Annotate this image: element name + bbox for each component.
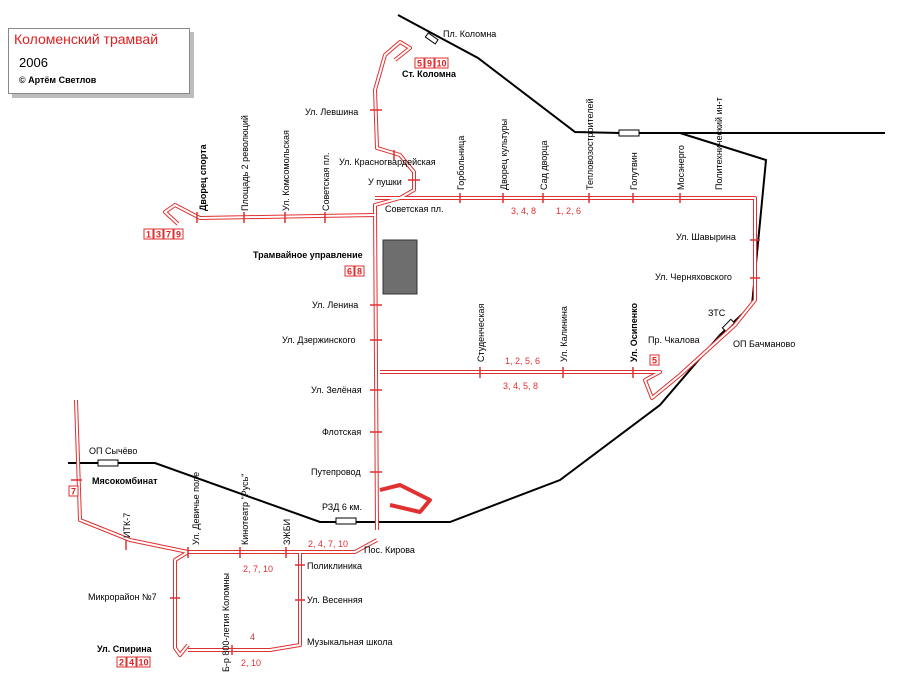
route-badge-number: 4 xyxy=(129,658,134,668)
route-badge-number: 3 xyxy=(156,230,161,240)
station-dvorets-kultury: Дворец культуры xyxy=(499,119,509,190)
station-mikrorayon7: Микрорайон №7 xyxy=(88,592,157,602)
station-zts: ЗТС xyxy=(708,308,726,318)
route-label-2-10: 2, 10 xyxy=(241,658,261,668)
route-badge-box xyxy=(424,57,435,69)
route-badge-number: 5 xyxy=(652,356,657,366)
route-badge-box xyxy=(153,228,164,240)
tram-stops xyxy=(71,109,760,655)
station-golutvin: Голутвин xyxy=(629,152,639,190)
station-kinoteatr: Кинотеатр "Русь" xyxy=(240,474,250,546)
map-year: 2006 xyxy=(19,55,48,70)
route-badge-box xyxy=(354,265,365,277)
station-st-kolomna: Ст. Коломна xyxy=(402,69,457,79)
station-puteprovod: Путепровод xyxy=(311,467,361,477)
route-badge-number: 9 xyxy=(427,59,432,69)
route-label-2-7-10: 2, 7, 10 xyxy=(243,564,273,574)
route-badge-number: 10 xyxy=(436,59,446,69)
route-badge-box xyxy=(414,57,425,69)
route-label-3-4-5-8: 3, 4, 5, 8 xyxy=(503,381,538,391)
station-zelyonaya: Ул. Зелёная xyxy=(311,385,362,395)
route-badge-box xyxy=(143,228,154,240)
station-chkalova: Пр. Чкалова xyxy=(648,335,700,345)
legend-title-box: Коломенский трамвай 2006 © Артём Светлов xyxy=(8,28,190,94)
route-label-2-4-7-10: 2, 4, 7, 10 xyxy=(308,539,348,549)
station-mosenergo: Мосэнерго xyxy=(676,145,686,190)
station-levshina: Ул. Левшина xyxy=(305,107,358,117)
station-teplovozostroiteley: Тепловозостроителей xyxy=(585,98,595,190)
station-sovetskaya-pl-right: Советская пл. xyxy=(385,204,444,214)
railway-lines xyxy=(68,14,885,523)
station-lenina: Ул. Ленина xyxy=(312,300,358,310)
station-op-sychevo: ОП Сычёво xyxy=(89,446,137,456)
station-komsomolskaya: Ул. Комсомольская xyxy=(281,130,291,211)
station-b-r-800: Б-р 800-летия Коломны xyxy=(221,573,231,672)
route-badge-box xyxy=(136,656,151,668)
station-muz-shkola: Музыкальная школа xyxy=(307,637,392,647)
route-badge-box xyxy=(434,57,449,69)
route-label-1-2-6: 1, 2, 6 xyxy=(556,206,581,216)
route-label-4: 4 xyxy=(250,632,255,642)
route-badge-box xyxy=(163,228,174,240)
route-label-1-2-5-6: 1, 2, 5, 6 xyxy=(505,356,540,366)
route-badge-box xyxy=(173,228,184,240)
station-dvorets-sporta: Дворец спорта xyxy=(198,143,208,211)
station-labels: Пл. Коломна Ст. Коломна Ул. Левшина Ул. … xyxy=(88,29,795,654)
station-itk7: ИТК-7 xyxy=(122,513,132,538)
station-poliklinika: Поликлиника xyxy=(307,561,362,571)
route-badge-box xyxy=(116,656,127,668)
route-badge-number: 1 xyxy=(146,230,151,240)
station-vesennyaya: Ул. Весенняя xyxy=(307,595,363,605)
station-dzerzhinskogo: Ул. Дзержинского xyxy=(282,335,355,345)
route-badge-box xyxy=(344,265,355,277)
station-sad-dvortsa: Сад дворца xyxy=(539,141,549,190)
route-badge-number: 7 xyxy=(71,487,76,497)
station-politekh: Политехнический ин-т xyxy=(714,97,724,190)
route-badge-number: 5 xyxy=(417,59,422,69)
station-studencheskaya: Студенческая xyxy=(476,304,486,362)
station-devichye-pole: Ул. Девичье поле xyxy=(191,472,201,545)
station-chernyakhovskogo: Ул. Черняховского xyxy=(655,272,732,282)
station-u-pushki: У пушки xyxy=(368,177,402,187)
route-direction-labels: 3, 4, 8 1, 2, 6 1, 2, 5, 6 3, 4, 5, 8 2,… xyxy=(241,206,581,668)
route-badge-number: 8 xyxy=(357,267,362,277)
route-badge-number: 6 xyxy=(347,267,352,277)
station-pl-kolomna: Пл. Коломна xyxy=(443,29,496,39)
station-zzhbi: ЗЖБИ xyxy=(282,519,292,545)
tram-depot xyxy=(382,239,418,295)
route-badge-box xyxy=(126,656,137,668)
map-copyright: © Артём Светлов xyxy=(19,75,97,85)
station-flotskaya: Флотская xyxy=(322,427,361,437)
station-krasnogvardeyskaya: Ул. Красногвардейская xyxy=(339,157,436,167)
station-sovetskaya-pl-left: Советская пл. xyxy=(321,152,331,211)
station-gorbolnitsa: Горбольница xyxy=(456,136,466,190)
station-op-bachmanovo: ОП Бачманово xyxy=(733,339,795,349)
station-rzd-6km: РЗД 6 км. xyxy=(322,502,362,512)
station-kalinina: Ул. Калинина xyxy=(559,306,569,362)
route-badge-number: 10 xyxy=(138,658,148,668)
route-badge-number: 9 xyxy=(176,230,181,240)
route-badge-number: 7 xyxy=(166,230,171,240)
station-spirina: Ул. Спирина xyxy=(97,644,153,654)
station-myasokombinat: Мясокомбинат xyxy=(92,476,158,486)
route-label-3-4-8: 3, 4, 8 xyxy=(511,206,536,216)
station-pl-2-revolyutsiy: Площадь 2 революций xyxy=(240,115,250,211)
railway-stations xyxy=(97,32,736,525)
map-title: Коломенский трамвай xyxy=(14,31,159,47)
tram-lines xyxy=(74,40,757,657)
route-badge-box xyxy=(649,354,660,366)
station-shavyrina: Ул. Шавырина xyxy=(676,232,736,242)
route-badge-box xyxy=(68,485,79,497)
vertical-station-labels: Дворец спорта Площадь 2 революций Ул. Ко… xyxy=(122,97,724,672)
route-badge-number: 2 xyxy=(119,658,124,668)
station-osipenko: Ул. Осипенко xyxy=(629,302,639,362)
station-tramvaynoe: Трамвайное управление xyxy=(253,250,363,260)
station-pos-kirova: Пос. Кирова xyxy=(364,545,415,555)
